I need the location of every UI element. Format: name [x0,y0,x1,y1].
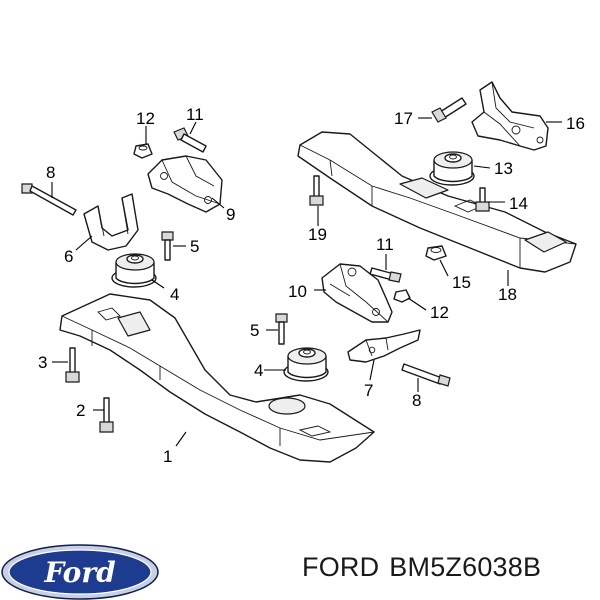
nut-12-upper [133,143,153,159]
callout-11-upper: 11 [186,105,204,124]
callout-6: 6 [64,247,73,266]
bolt-5-lower [275,313,288,345]
callout-17: 17 [394,109,413,128]
bracket-9 [147,155,223,213]
ford-logo: Ford [1,544,159,600]
bolt-8-right [401,363,451,387]
bolt-14 [475,187,490,212]
bracket-7 [347,329,421,363]
callout-8-left: 8 [46,163,55,182]
callout-2: 2 [76,401,85,420]
bolt-19 [309,175,324,206]
bolt-8-left [21,183,77,216]
bolt-5-upper [161,231,174,261]
part-caption: FORD BM5Z6038B [302,552,594,583]
callout-10: 10 [288,282,307,301]
callout-8-right: 8 [412,391,421,410]
callout-numbers: 1 2 3 4 4 5 5 6 7 8 8 9 10 11 11 12 12 1… [38,105,585,466]
callout-3: 3 [38,353,47,372]
bolt-17 [431,97,467,123]
bracket-6 [83,193,139,251]
mount-13 [429,151,475,186]
bolt-3 [65,347,80,383]
bracket-16 [471,81,549,151]
mount-4-lower [283,347,329,382]
crossmember-upper [297,131,577,273]
callout-7: 7 [364,381,373,400]
crossmember-lower [59,293,375,463]
callout-4-upper: 4 [170,285,179,304]
callout-11-middle: 11 [376,235,394,254]
callout-15: 15 [452,273,471,292]
callout-5-lower: 5 [250,321,259,340]
bolt-11-middle [369,267,402,283]
leader-lines [51,117,562,447]
nut-15 [425,245,447,261]
bracket-10 [321,263,393,323]
part-number: BM5Z6038B [389,552,542,582]
brand-name: FORD [302,552,380,582]
callout-1: 1 [163,447,172,466]
callout-14: 14 [509,194,528,213]
callout-16: 16 [566,114,585,133]
bolt-2 [99,397,114,433]
callout-12-upper: 12 [136,109,155,128]
callout-9: 9 [226,205,235,224]
logo-wordmark: Ford [43,556,115,589]
mount-4-upper [111,253,157,288]
callout-4-lower: 4 [254,361,263,380]
callout-5-upper: 5 [190,237,199,256]
bolt-11-upper [173,127,207,153]
callout-19: 19 [308,225,327,244]
callout-18: 18 [498,285,517,304]
callout-13: 13 [494,159,513,178]
nut-12-middle [393,289,411,303]
callout-12-middle: 12 [430,303,449,322]
